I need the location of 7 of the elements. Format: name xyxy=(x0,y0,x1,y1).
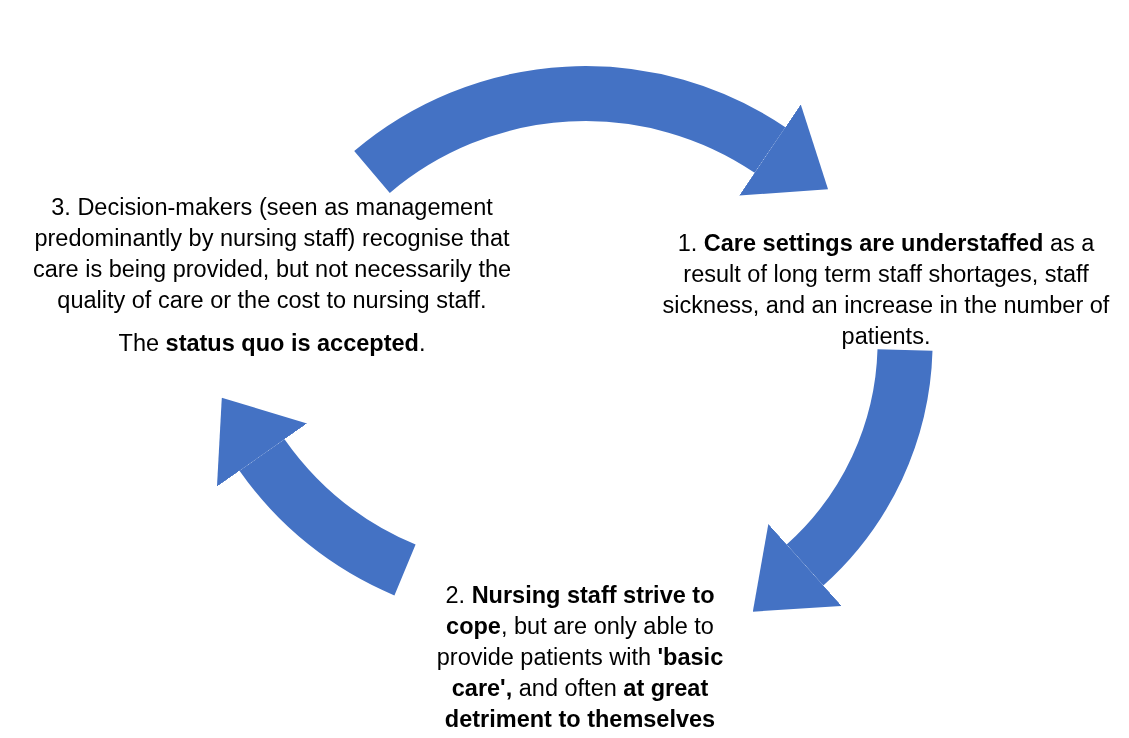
curved-arrow xyxy=(218,400,417,595)
curved-arrow xyxy=(355,66,831,198)
step-text: 2. Nursing staff strive to cope, but are only able to provide patients with 'basic care', and often at great detriment to themselves xyxy=(435,581,725,734)
step-text: 1. Care settings are understaffed as a result of long term staff shortages, staff sickness, and an increase in the number of patients. xyxy=(661,229,1111,351)
curved-arrow xyxy=(755,347,933,615)
step-text: 3. Decision-makers (seen as management predominantly by nursing staff) recognise that care is being provided, but not necessarily the quality of care or the cost to nursing staff. xyxy=(31,193,513,315)
step-text: The status quo is accepted. xyxy=(117,329,427,358)
